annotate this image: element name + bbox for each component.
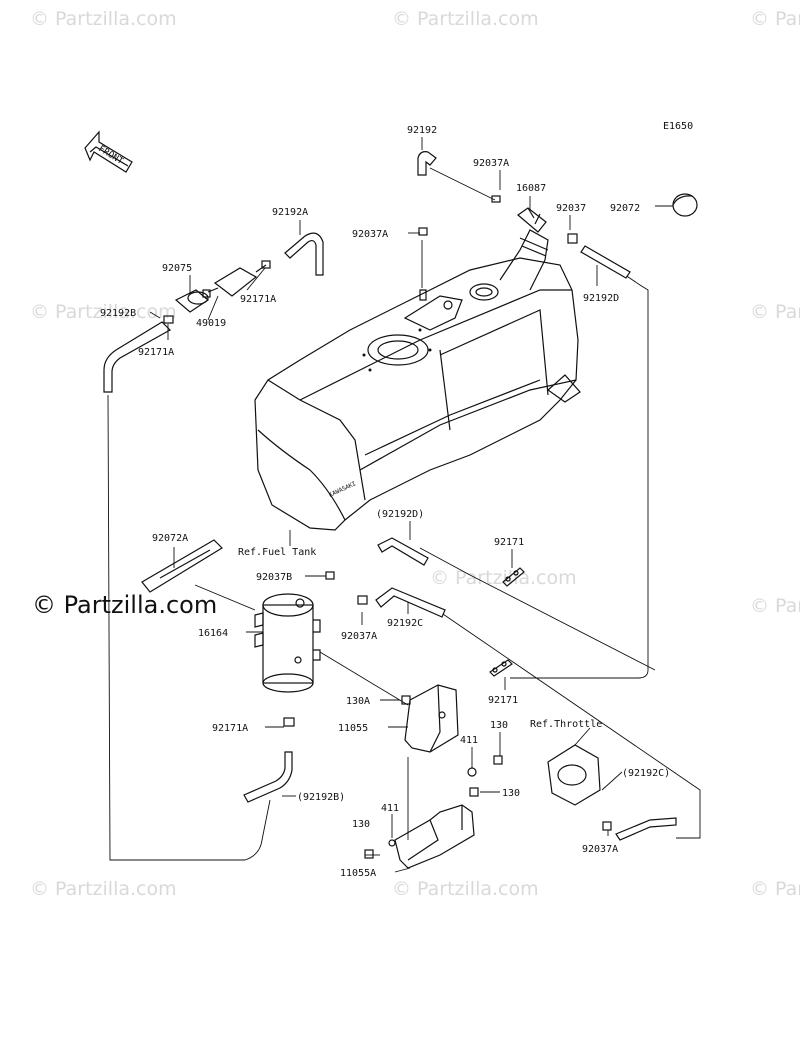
label-92192A: 92192A	[272, 207, 308, 218]
label-92192B-paren: (92192B)	[297, 792, 345, 803]
hose-92192B-lower	[243, 751, 293, 803]
watermarks: © Partzilla.com © Partzilla.com © Partzi…	[30, 8, 800, 900]
watermark: © Partzilla.com	[392, 878, 539, 900]
label-92192C: 92192C	[387, 618, 423, 629]
label-92192D-paren: (92192D)	[376, 509, 424, 520]
label-92171A-low: 92171A	[212, 723, 248, 734]
label-11055A: 11055A	[340, 868, 376, 879]
watermark: © Partzilla.com	[750, 878, 800, 900]
label-49019: 49019	[196, 318, 226, 329]
canister-16164	[254, 593, 321, 693]
label-130A: 130A	[346, 696, 370, 707]
label-92037A-mid: 92037A	[341, 631, 377, 642]
label-130: 130	[490, 720, 508, 731]
bracket-11055	[401, 684, 459, 753]
clip-92072	[672, 193, 698, 217]
watermark: © Partzilla.com	[750, 301, 800, 323]
label-ref-fuel-tank: Ref.Fuel Tank	[238, 547, 316, 558]
label-92192B: 92192B	[100, 308, 136, 319]
label-92192D: 92192D	[583, 293, 619, 304]
label-ref-throttle: Ref.Throttle	[530, 719, 602, 730]
label-411-b: 411	[381, 803, 399, 814]
clamp-92037A-tank	[418, 227, 428, 301]
label-16087: 16087	[516, 183, 546, 194]
watermark: © Partzilla.com	[750, 8, 800, 30]
label-92171A-mid: 92171A	[138, 347, 174, 358]
clamps-canister	[283, 571, 368, 727]
label-130-b: 130	[502, 788, 520, 799]
watermark: © Partzilla.com	[430, 567, 577, 589]
label-92072A: 92072A	[152, 533, 188, 544]
label-92037A-bottom: 92037A	[582, 844, 618, 855]
watermark-main: © Partzilla.com	[32, 591, 217, 619]
valve-16087	[491, 195, 578, 244]
filler-neck	[469, 229, 549, 301]
hose-92192C-lower	[615, 817, 677, 841]
watermark: © Partzilla.com	[392, 8, 539, 30]
label-92192C-paren: (92192C)	[622, 768, 670, 779]
label-92072: 92072	[610, 203, 640, 214]
part-labels: 92192 92037A 16087 92037 92072 92192A 92…	[100, 125, 670, 879]
bracket-92072A	[141, 539, 223, 593]
watermark: © Partzilla.com	[30, 878, 177, 900]
diagram-code: E1650	[663, 121, 693, 132]
label-92037A: 92037A	[473, 158, 509, 169]
hose-92192C	[375, 587, 446, 618]
label-92171A: 92171A	[240, 294, 276, 305]
fuel-tank: KAWASAKI	[254, 257, 581, 531]
bracket-11055A	[364, 755, 503, 869]
svg-text:KAWASAKI: KAWASAKI	[328, 480, 358, 499]
label-92192: 92192	[407, 125, 437, 136]
label-130-c: 130	[352, 819, 370, 830]
label-411: 411	[460, 735, 478, 746]
label-92075: 92075	[162, 263, 192, 274]
label-92037B: 92037B	[256, 572, 292, 583]
label-92171-b: 92171	[488, 695, 518, 706]
hose-92192D	[580, 245, 631, 279]
front-arrow-icon: FRONT	[84, 130, 133, 173]
watermark: © Partzilla.com	[750, 595, 800, 617]
fuel-filter-49019	[202, 260, 271, 298]
label-11055: 11055	[338, 723, 368, 734]
label-92037A-left: 92037A	[352, 229, 388, 240]
label-92171: 92171	[494, 537, 524, 548]
label-92037: 92037	[556, 203, 586, 214]
clip-92171	[502, 567, 525, 587]
hose-92192	[417, 151, 437, 176]
hose-routing	[107, 167, 701, 861]
label-16164: 16164	[198, 628, 228, 639]
hose-92192B	[103, 321, 171, 393]
throttle-body	[547, 744, 612, 831]
watermark: © Partzilla.com	[30, 301, 177, 323]
hose-92192D-lower	[377, 537, 429, 566]
watermark: © Partzilla.com	[30, 8, 177, 30]
clip-92171	[489, 659, 513, 677]
leader-lines	[149, 137, 673, 873]
clamp-92171A	[163, 315, 174, 324]
hose-92192A	[284, 232, 324, 276]
holder-92075	[174, 289, 210, 313]
